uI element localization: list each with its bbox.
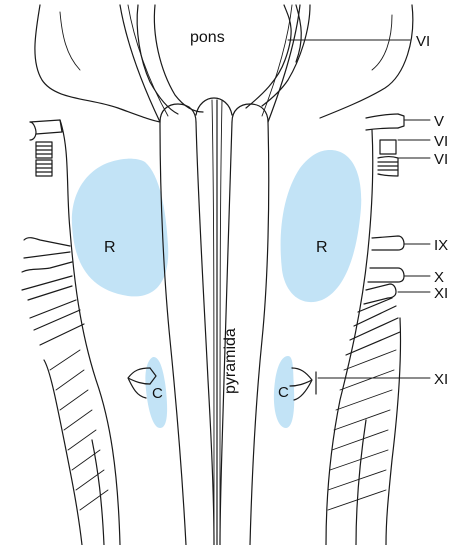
region-r-right (281, 150, 362, 302)
pons-label: pons (190, 29, 225, 46)
nerve-label: VI (434, 151, 448, 168)
pyramida-label: pyramida (222, 328, 239, 394)
region-c-right-label: C (278, 384, 289, 401)
nerve-label: VI (434, 133, 448, 150)
nerve-label: XI (434, 285, 448, 302)
region-r-left (72, 159, 168, 297)
nerve-label: VI (416, 33, 430, 50)
region-c-left-label: C (152, 385, 163, 402)
region-r-right-label: R (316, 239, 328, 256)
nerve-labels: VI V VI VI IX X XI XI (416, 33, 448, 388)
upper-outlines (35, 5, 413, 122)
nerve-label: IX (434, 237, 448, 254)
region-r-left-label: R (104, 239, 116, 256)
nerve-label: X (434, 269, 444, 286)
nerve-label: XI (434, 371, 448, 388)
nerve-label: V (434, 113, 444, 130)
